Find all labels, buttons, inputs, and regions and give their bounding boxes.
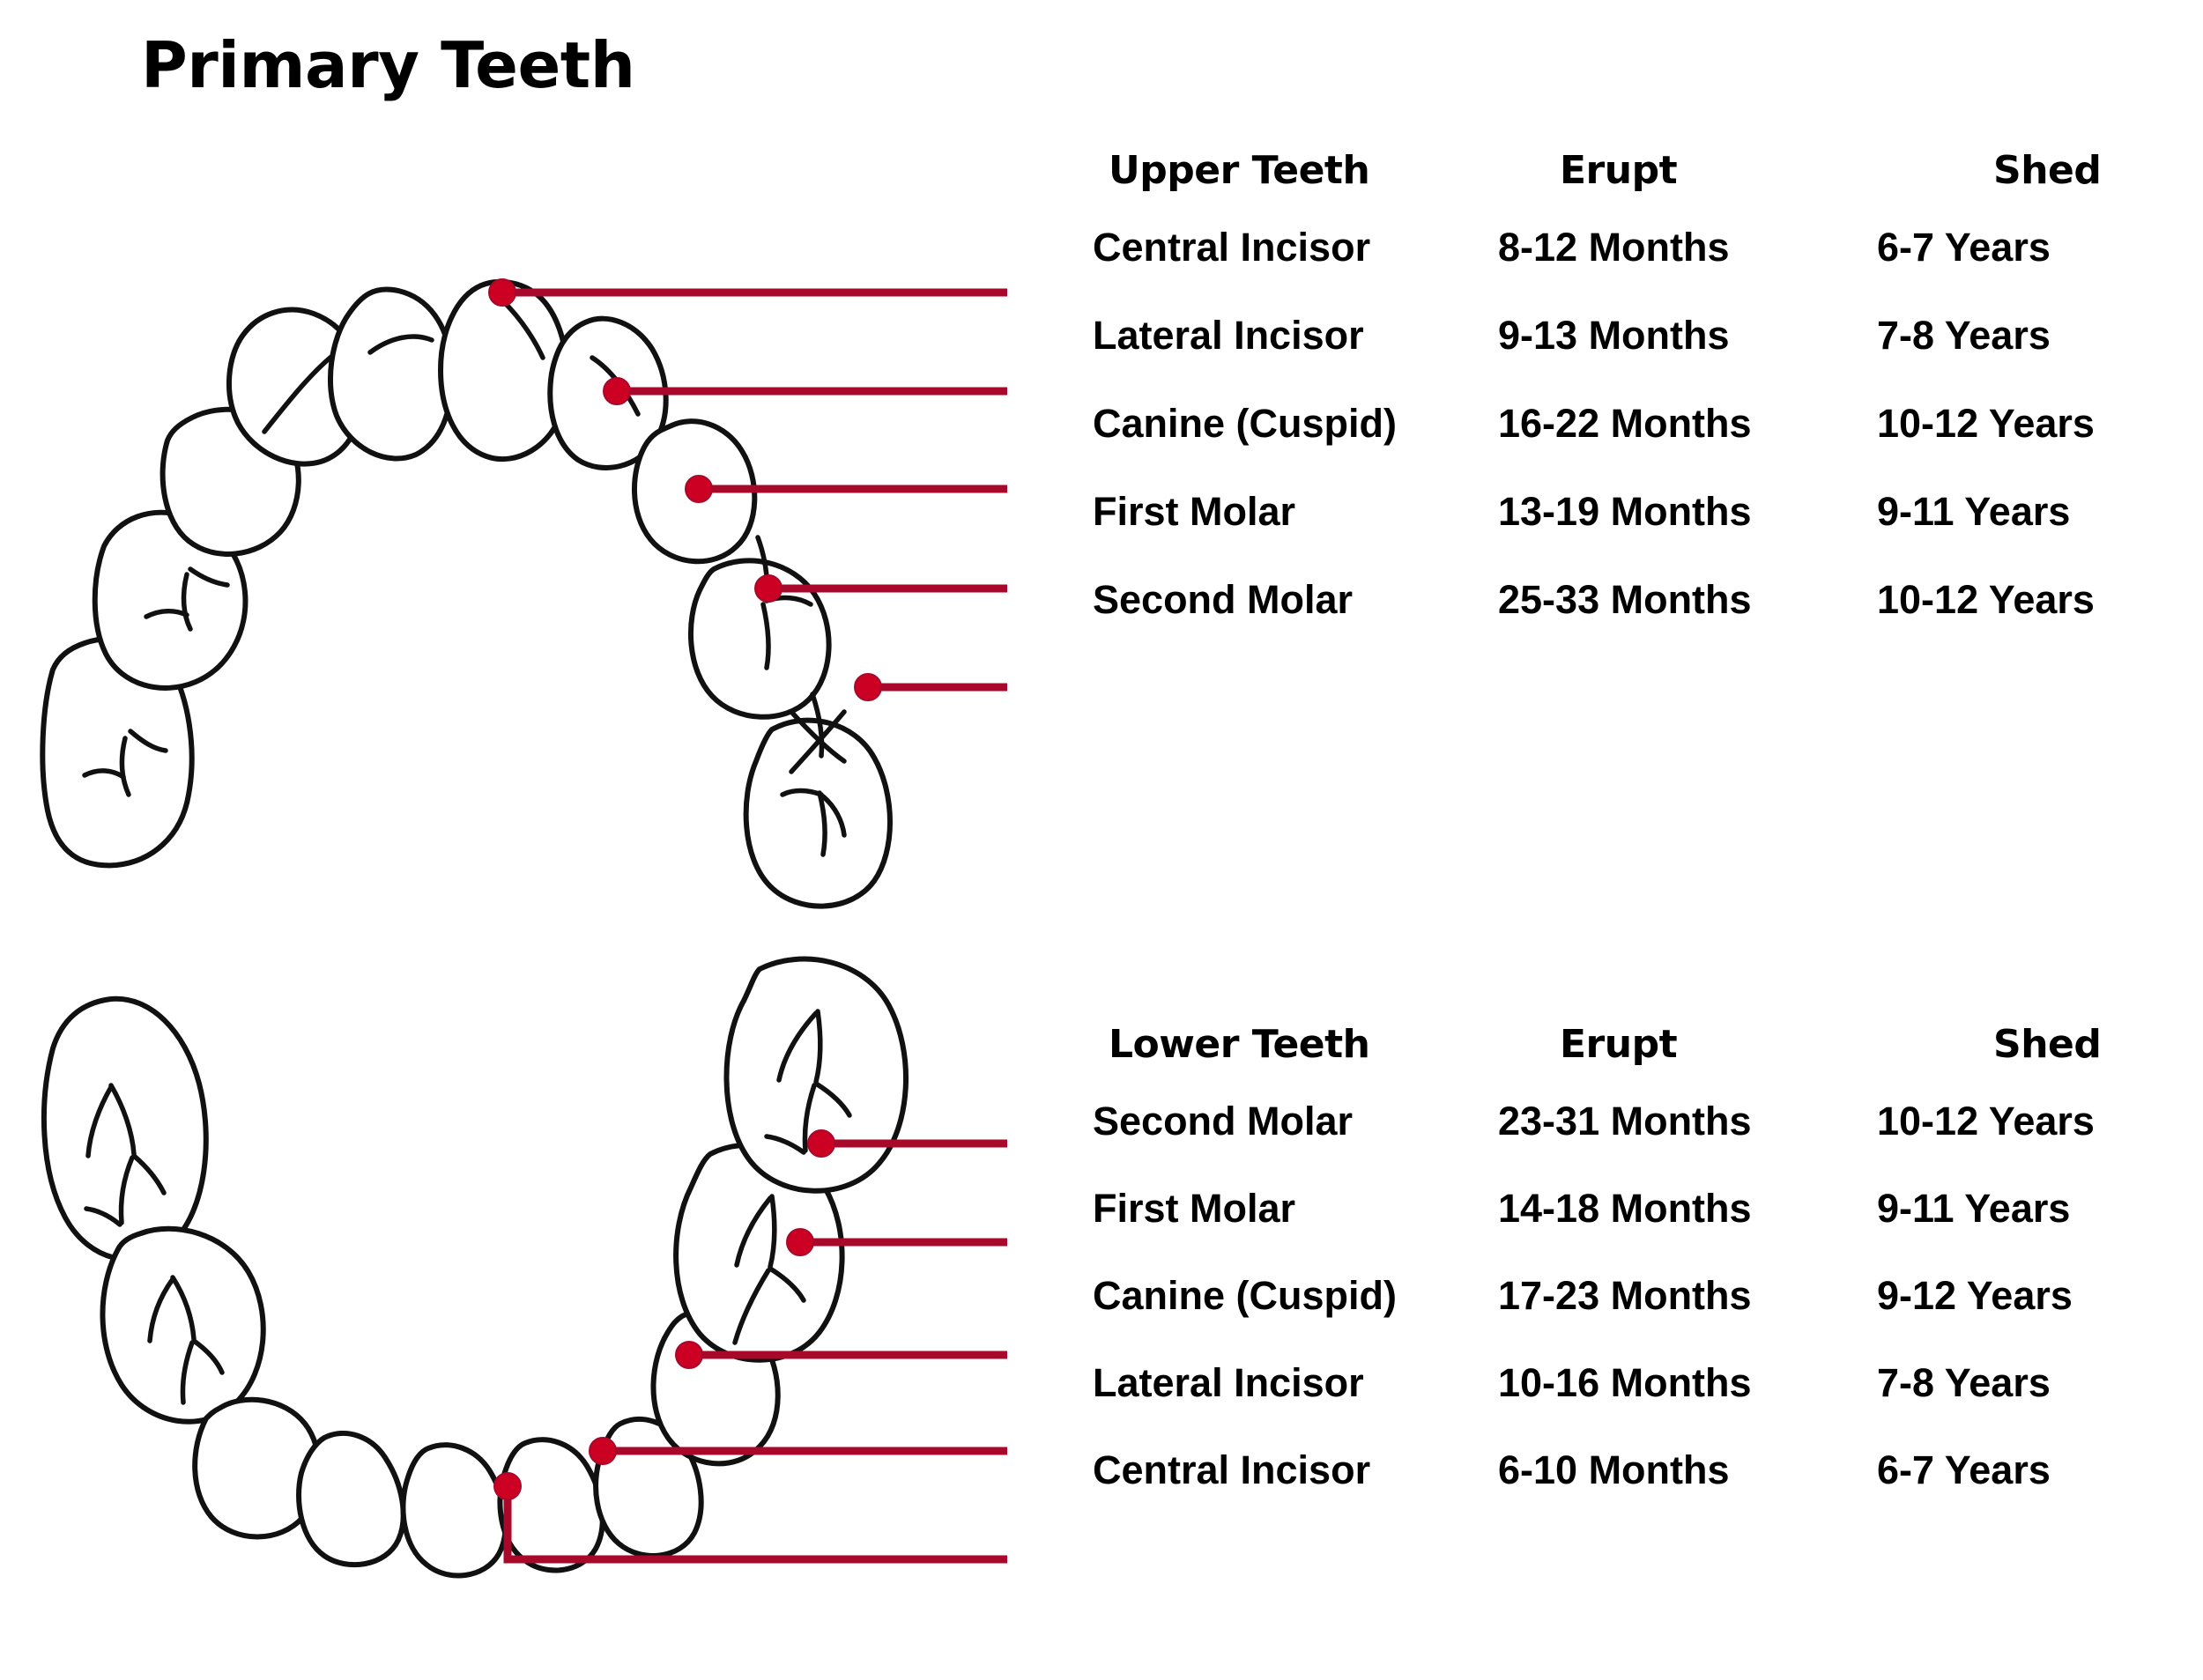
leader-dot-lower-second-molar	[807, 1129, 835, 1158]
lower-header-shed: Shed	[1993, 1022, 2102, 1067]
shed-value-cell: 9-12 Years	[1877, 1273, 2073, 1318]
erupt-value-cell: 17-23 Months	[1498, 1273, 1752, 1318]
shed-value-cell: 10-12 Years	[1877, 1099, 2095, 1143]
erupt-value-cell: 14-18 Months	[1498, 1186, 1752, 1231]
erupt-value-cell: 10-16 Months	[1498, 1360, 1752, 1405]
tooth-name-cell: Lateral Incisor	[1093, 1360, 1364, 1405]
erupt-value-cell: 25-33 Months	[1498, 577, 1752, 622]
erupt-value-cell: 13-19 Months	[1498, 489, 1752, 534]
leader-dot-upper-lateral-incisor	[603, 377, 631, 405]
shed-value-cell: 7-8 Years	[1877, 313, 2051, 358]
lower-header-erupt: Erupt	[1560, 1022, 1678, 1067]
shed-value-cell: 6-7 Years	[1877, 1447, 2051, 1492]
shed-value-cell: 10-12 Years	[1877, 577, 2095, 622]
tooth-name-cell: Canine (Cuspid)	[1093, 1273, 1397, 1318]
upper-header-teeth: Upper Teeth	[1109, 148, 1370, 193]
leader-dot-upper-second-molar	[854, 673, 882, 701]
erupt-value-cell: 9-13 Months	[1498, 313, 1730, 358]
shed-value-cell: 9-11 Years	[1877, 489, 2071, 534]
leader-dot-upper-canine	[685, 475, 713, 503]
tooth-lower-left-first-molar	[100, 1225, 266, 1425]
table-row: First Molar 13-19 Months 9-11 Years	[1093, 489, 2203, 577]
table-row: Central Incisor 8-12 Months 6-7 Years	[1093, 225, 2203, 313]
tooth-lower-right-first-molar	[673, 1142, 845, 1363]
erupt-value-cell: 6-10 Months	[1498, 1447, 1730, 1492]
leader-dot-upper-first-molar	[754, 574, 783, 603]
tooth-lower-right-second-molar	[723, 956, 909, 1194]
lower-table-header-row: Lower Teeth Erupt Shed	[1093, 1022, 2203, 1067]
table-row: Canine (Cuspid) 17-23 Months 9-12 Years	[1093, 1273, 2203, 1360]
tooth-upper-right-lateral-incisor	[547, 315, 669, 470]
tooth-name-cell: First Molar	[1093, 489, 1296, 534]
tooth-upper-right-first-molar	[687, 558, 832, 720]
shed-value-cell: 10-12 Years	[1877, 401, 2095, 446]
tooth-lower-right-central-incisor	[497, 1437, 605, 1573]
upper-arch-group	[40, 278, 1007, 909]
erupt-value-cell: 8-12 Months	[1498, 225, 1730, 270]
shed-value-cell: 7-8 Years	[1877, 1360, 2051, 1405]
tooth-name-cell: Lateral Incisor	[1093, 313, 1364, 358]
tooth-upper-right-central-incisor	[438, 278, 570, 463]
table-row: Second Molar 25-33 Months 10-12 Years	[1093, 577, 2203, 665]
tooth-upper-left-first-molar	[92, 509, 248, 691]
lower-header-teeth: Lower Teeth	[1109, 1022, 1370, 1067]
upper-leader-lines	[488, 278, 1007, 701]
upper-header-erupt: Erupt	[1560, 148, 1678, 193]
leader-lower-central-incisor	[503, 1486, 1007, 1564]
erupt-value-cell: 16-22 Months	[1498, 401, 1752, 446]
tooth-name-cell: Second Molar	[1093, 1099, 1354, 1143]
erupt-value-cell: 23-31 Months	[1498, 1099, 1752, 1143]
tooth-upper-right-second-molar	[743, 717, 893, 909]
tooth-lower-left-canine	[192, 1396, 323, 1540]
table-row: Canine (Cuspid) 16-22 Months 10-12 Years	[1093, 401, 2203, 489]
leader-dot-lower-lateral-incisor	[589, 1437, 617, 1465]
tooth-name-cell: Second Molar	[1093, 577, 1354, 622]
leader-dot-lower-first-molar	[786, 1228, 814, 1256]
tooth-name-cell: First Molar	[1093, 1186, 1296, 1231]
tooth-lower-left-lateral-incisor-2	[400, 1442, 508, 1579]
tooth-name-cell: Central Incisor	[1093, 225, 1371, 270]
leader-dot-lower-canine	[675, 1341, 703, 1369]
tooth-upper-left-lateral-incisor	[226, 307, 367, 467]
leader-dot-upper-central-incisor	[488, 278, 516, 307]
tooth-name-cell: Canine (Cuspid)	[1093, 401, 1397, 446]
upper-table-header-row: Upper Teeth Erupt Shed	[1093, 148, 2203, 193]
shed-value-cell: 9-11 Years	[1877, 1186, 2071, 1231]
tooth-lower-right-canine	[650, 1306, 781, 1467]
tooth-name-cell: Central Incisor	[1093, 1447, 1371, 1492]
tooth-upper-left-central-incisor	[327, 286, 455, 462]
page-title: Primary Teeth	[141, 28, 635, 102]
table-row: Second Molar 23-31 Months 10-12 Years	[1093, 1099, 2203, 1186]
tooth-upper-left-canine	[159, 406, 301, 557]
lower-leader-lines	[493, 1129, 1007, 1564]
tooth-upper-right-canine	[631, 418, 758, 565]
upper-header-shed: Shed	[1993, 148, 2102, 193]
upper-teeth-table: Upper Teeth Erupt Shed Central Incisor 8…	[1093, 148, 2203, 665]
lower-arch-group	[41, 956, 1007, 1579]
table-row: Central Incisor 6-10 Months 6-7 Years	[1093, 1447, 2203, 1535]
tooth-lower-left-second-molar	[41, 995, 209, 1262]
tooth-lower-left-lateral-incisor	[296, 1430, 406, 1568]
shed-value-cell: 6-7 Years	[1877, 225, 2051, 270]
table-row: Lateral Incisor 9-13 Months 7-8 Years	[1093, 313, 2203, 401]
table-row: Lateral Incisor 10-16 Months 7-8 Years	[1093, 1360, 2203, 1447]
tooth-upper-left-second-molar	[40, 636, 195, 869]
table-row: First Molar 14-18 Months 9-11 Years	[1093, 1186, 2203, 1273]
lower-teeth-table: Lower Teeth Erupt Shed Second Molar 23-3…	[1093, 1022, 2203, 1535]
leader-dot-lower-central-incisor	[493, 1472, 522, 1500]
tooth-lower-right-lateral-incisor	[593, 1416, 704, 1558]
